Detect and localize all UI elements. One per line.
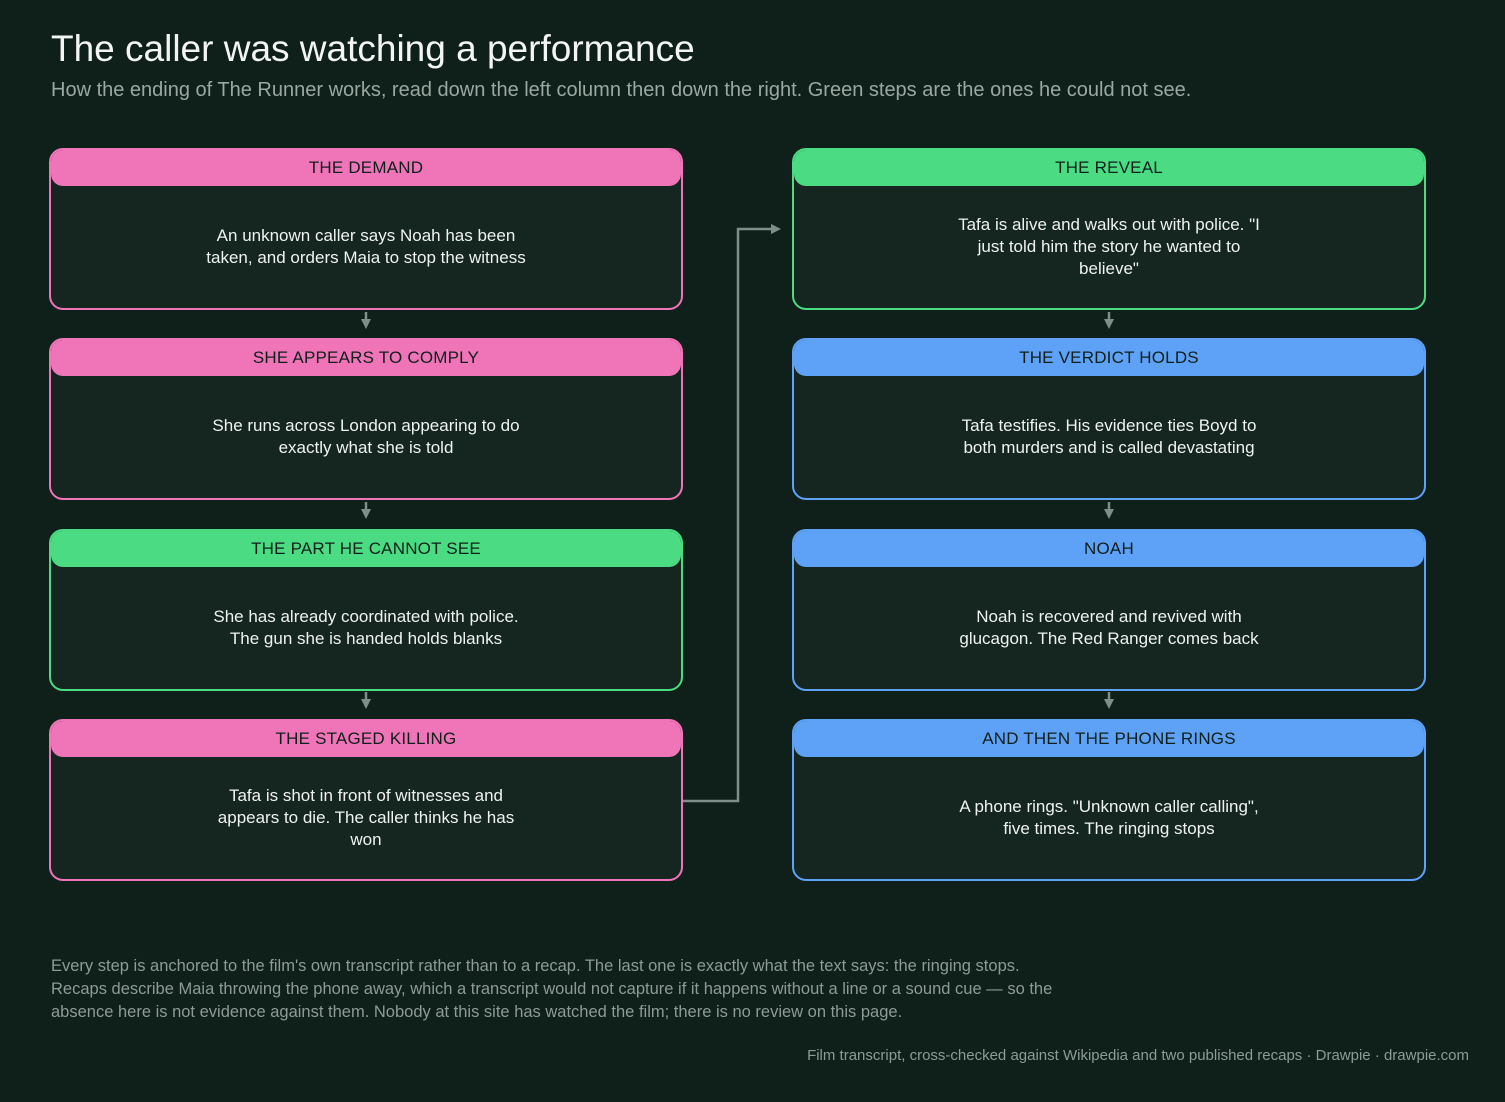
step-heading: THE DEMAND	[51, 150, 681, 186]
step-card-the-part-he-cannot-see: THE PART HE CANNOT SEE She has already c…	[49, 529, 683, 691]
step-heading: THE VERDICT HOLDS	[794, 340, 1424, 376]
step-heading: AND THEN THE PHONE RINGS	[794, 721, 1424, 757]
step-heading: THE PART HE CANNOT SEE	[51, 531, 681, 567]
step-text: Noah is recovered and revived with gluca…	[959, 607, 1259, 648]
step-text: Tafa is alive and walks out with police.…	[958, 215, 1260, 278]
footnote: Every step is anchored to the film's own…	[51, 957, 1053, 1021]
step-heading: NOAH	[794, 531, 1424, 567]
step-card-the-demand: THE DEMAND An unknown caller says Noah h…	[49, 148, 683, 310]
step-card-and-then-the-phone-rings: AND THEN THE PHONE RINGS A phone rings. …	[792, 719, 1426, 881]
step-text: An unknown caller says Noah has been tak…	[206, 226, 526, 267]
step-card-the-verdict-holds: THE VERDICT HOLDS Tafa testifies. His ev…	[792, 338, 1426, 500]
page-subtitle: How the ending of The Runner works, read…	[51, 79, 1192, 101]
step-text: Tafa is shot in front of witnesses and a…	[217, 786, 515, 849]
step-text: Tafa testifies. His evidence ties Boyd t…	[961, 416, 1257, 457]
step-heading: THE REVEAL	[794, 150, 1424, 186]
step-card-the-staged-killing: THE STAGED KILLING Tafa is shot in front…	[49, 719, 683, 881]
step-text: A phone rings. "Unknown caller calling",…	[959, 797, 1259, 838]
page-title: The caller was watching a performance	[51, 28, 695, 69]
step-text: She runs across London appearing to do e…	[212, 416, 520, 457]
step-heading: SHE APPEARS TO COMPLY	[51, 340, 681, 376]
arrow-left-to-right	[683, 224, 781, 803]
step-card-noah: NOAH Noah is recovered and revived with …	[792, 529, 1426, 691]
step-card-she-appears-to-comply: SHE APPEARS TO COMPLY She runs across Lo…	[49, 338, 683, 500]
step-heading: THE STAGED KILLING	[51, 721, 681, 757]
step-text: She has already coordinated with police.…	[213, 607, 519, 648]
source-credit: Film transcript, cross-checked against W…	[807, 1047, 1469, 1064]
step-card-the-reveal: THE REVEAL Tafa is alive and walks out w…	[792, 148, 1426, 310]
